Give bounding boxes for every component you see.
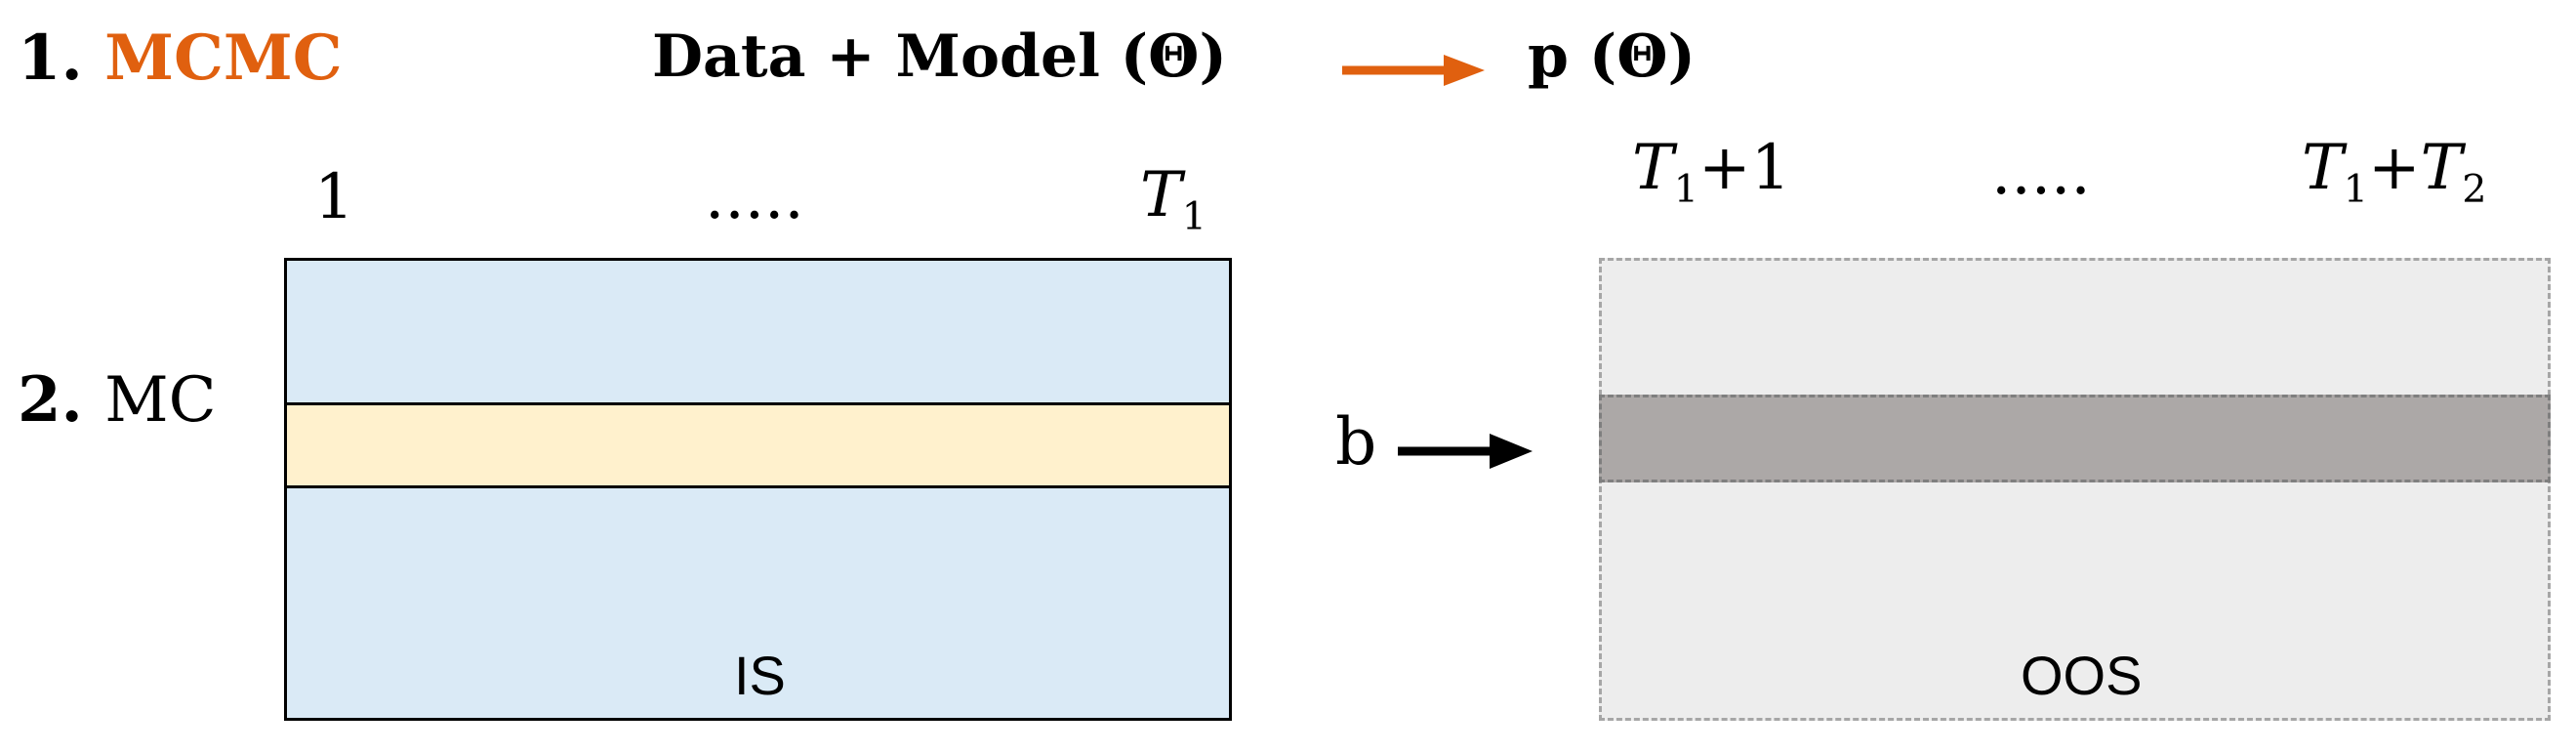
step2-label: MC: [104, 364, 217, 437]
is-tick-dots: .....: [705, 161, 804, 233]
equation-arrow-icon: [1342, 55, 1485, 86]
is-tick-end-var: T: [1140, 159, 1182, 231]
oos-tick-start-sub: 1: [1673, 166, 1698, 212]
step1-heading: 1. MCMC: [18, 27, 343, 90]
oos-tick-end-sub2: 2: [2462, 166, 2487, 212]
oos-label: OOS: [2021, 645, 2143, 706]
oos-highlight-band: [1599, 395, 2551, 482]
oos-tick-end-plus: +: [2367, 132, 2421, 204]
oos-tick-end-sub1: 1: [2343, 166, 2368, 212]
equation-lhs: Data + Model (Θ): [652, 22, 1227, 91]
is-tick-end-sub: 1: [1181, 193, 1206, 239]
oos-tick-start-suffix: +1: [1697, 132, 1791, 204]
step1-label: MCMC: [104, 21, 343, 95]
step2-number: 2.: [18, 363, 83, 437]
oos-tick-dots: .....: [1991, 137, 2091, 209]
oos-panel: [1599, 258, 2551, 721]
b-arrow-icon: [1398, 434, 1533, 469]
is-highlight-band: [284, 402, 1232, 488]
oos-tick-start-var: T: [1632, 132, 1674, 204]
is-tick-start: 1: [314, 161, 354, 233]
step1-number: 1.: [18, 21, 83, 95]
oos-tick-start: T1+1: [1632, 137, 1790, 210]
is-label: IS: [734, 645, 786, 706]
oos-tick-end-var1: T: [2302, 132, 2344, 204]
oos-tick-end-var2: T: [2420, 132, 2463, 204]
equation-rhs: p (Θ): [1528, 22, 1696, 91]
oos-tick-end: T1+T2: [2302, 137, 2487, 210]
step2-heading: 2. MC: [18, 369, 217, 433]
is-tick-end: T1: [1140, 164, 1206, 237]
b-label: b: [1335, 404, 1377, 480]
is-panel: [284, 258, 1232, 721]
